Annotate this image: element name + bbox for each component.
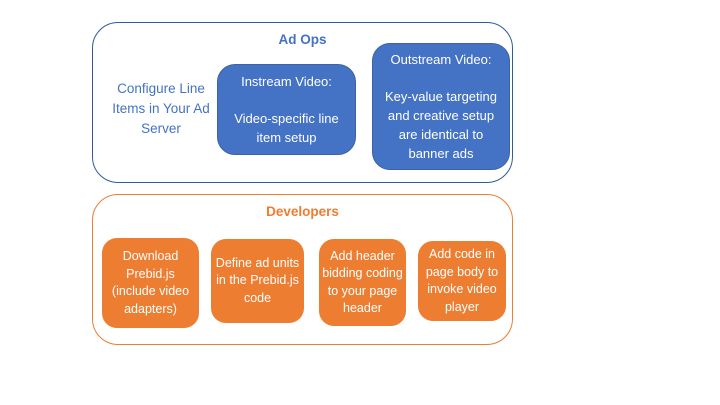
instream-video-heading: Instream Video: (241, 74, 332, 89)
step-add-header-bidding-label: Add header bidding coding to your page h… (322, 248, 403, 316)
step-add-page-body-code-label: Add code in page body to invoke video pl… (425, 247, 499, 314)
ad-ops-title: Ad Ops (278, 32, 327, 47)
step-download-prebid-label: Download Prebid.js (include video adapte… (111, 249, 190, 316)
step-define-ad-units-label: Define ad units in the Prebid.js code (215, 255, 300, 305)
instream-video-body: Video-specific line item setup (234, 111, 339, 145)
step-add-page-body-code-box: Add code in page body to invoke video pl… (418, 241, 506, 321)
outstream-video-box: Outstream Video: Key-value targeting and… (372, 43, 510, 170)
developers-group: Developers Download Prebid.js (include v… (92, 194, 513, 345)
configure-line-items-note: Configure Line Items in Your Ad Server (112, 81, 210, 136)
outstream-video-body: Key-value targeting and creative setup a… (384, 89, 497, 161)
outstream-video-heading: Outstream Video: (390, 52, 492, 67)
step-define-ad-units-box: Define ad units in the Prebid.js code (211, 239, 304, 323)
ad-ops-group: Ad Ops Configure Line Items in Your Ad S… (92, 22, 513, 183)
developers-title: Developers (266, 204, 339, 219)
instream-video-box: Instream Video: Video-specific line item… (217, 64, 356, 155)
step-download-prebid-box: Download Prebid.js (include video adapte… (102, 238, 199, 328)
step-add-header-bidding-box: Add header bidding coding to your page h… (319, 239, 406, 326)
